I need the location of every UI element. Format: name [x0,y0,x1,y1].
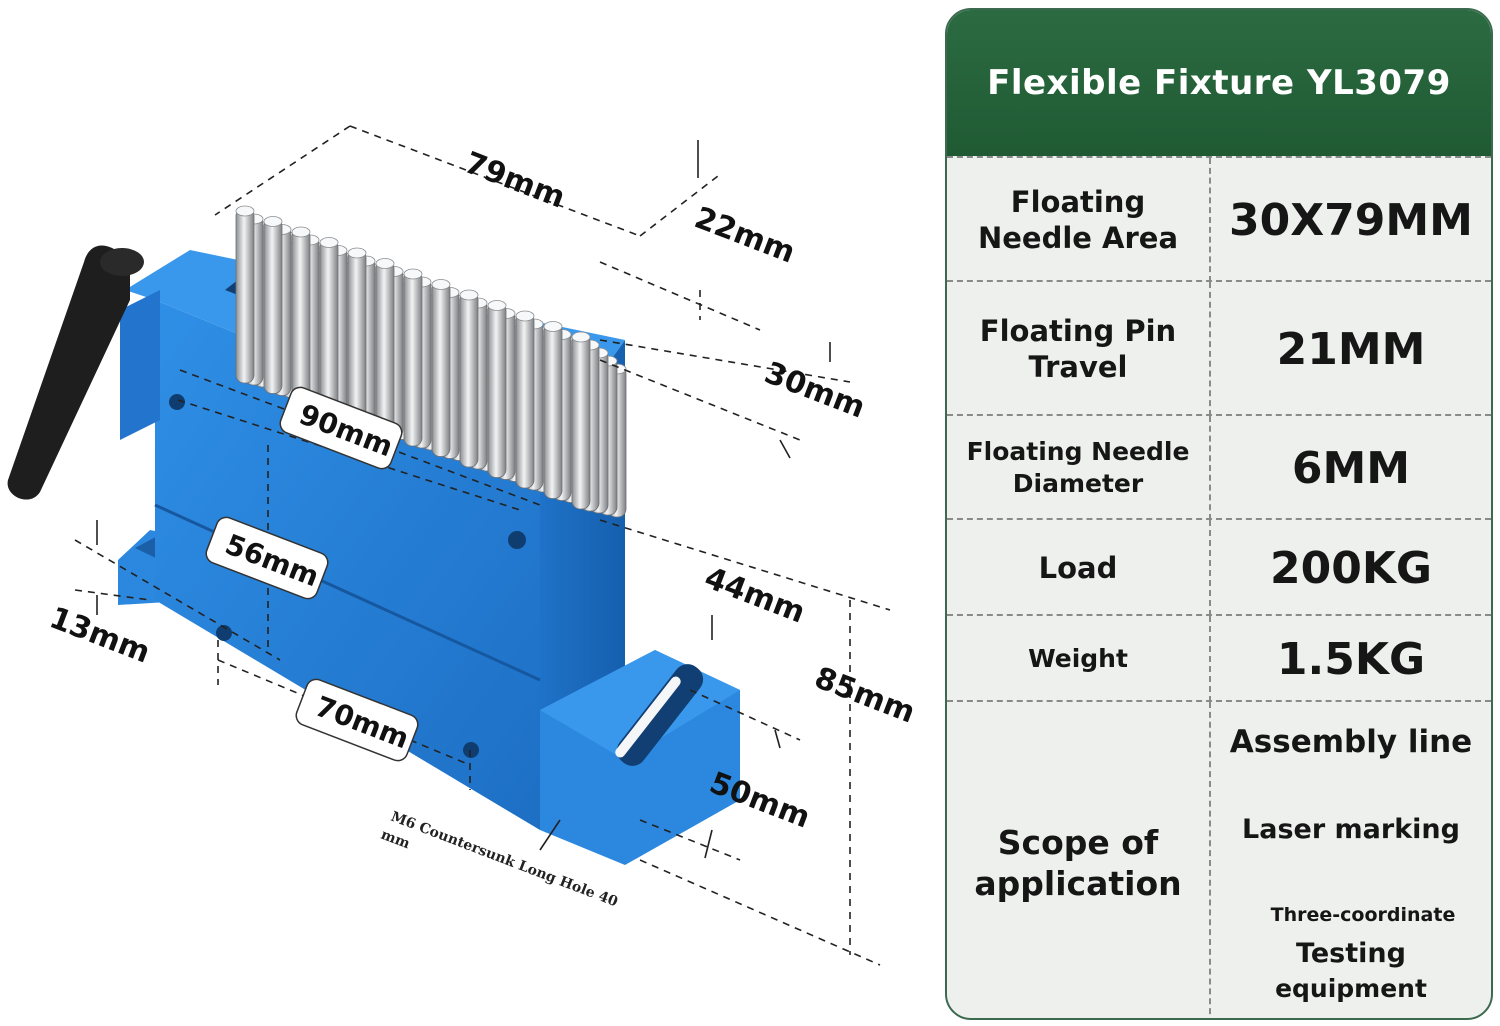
floating-pin-tip [403,268,423,280]
dim-44-label: 44mm [700,560,810,630]
floating-pin [403,270,423,447]
floating-pin-tip [431,279,451,290]
dim-85-label: 85mm [810,660,920,730]
floating-pin-tip [263,216,283,227]
floating-pin-tip [543,321,563,332]
spec-value: 1.5KG [1276,633,1426,685]
floating-pin [291,228,311,405]
floating-pin [347,249,367,426]
scope-item: Laser marking [1242,814,1460,845]
dimension-arrows [96,140,831,859]
dim-79-label: 79mm [460,145,570,215]
floating-pin-tip [291,226,311,238]
scope-item: Testing [1296,938,1406,969]
floating-pin [319,239,339,415]
spec-value: 21MM [1276,323,1426,375]
dim-56-box [205,516,329,600]
base-plate-right [540,650,740,865]
clamp-handle [7,245,144,500]
scope-item: Three-coordinate [1270,904,1456,926]
spec-value: 6MM [1291,442,1411,494]
floating-pin [571,333,591,510]
scope-list: Assembly line Laser marking Three-coordi… [1211,702,1491,1018]
floating-pin [543,323,563,499]
spec-row-load: Load 200KG [947,518,1491,616]
dim-30-label: 30mm [760,355,870,425]
dim-70-box [295,678,419,762]
spec-value: 200KG [1269,542,1433,594]
spec-label: Weight [947,616,1211,702]
floating-pin [235,207,255,384]
dim-90-box [279,386,403,470]
floating-pin-tip [459,289,479,301]
scope-item: Assembly line [1229,724,1473,760]
floating-pin-tip [487,300,507,311]
dim-22-label: 22mm [690,200,800,270]
floating-pin-tip [347,247,367,259]
floating-pin [375,260,395,436]
dim-13-label: 13mm [45,600,155,670]
spec-label: Load [947,520,1211,616]
floating-pin-tip [319,237,339,248]
fixture-diagram: 79mm 22mm 30mm 90mm 56mm 70mm 13mm 44mm … [7,125,920,966]
spec-title: Flexible Fixture YL3079 [947,10,1491,156]
spec-row-weight: Weight 1.5KG [947,614,1491,702]
spec-value: 30X79MM [1229,194,1473,246]
floating-pin [487,302,507,478]
floating-pin [431,281,451,457]
floating-pin-tip [515,310,535,322]
floating-pin-tip [235,205,255,217]
floating-pin [515,312,535,489]
floating-pin-tip [571,331,591,343]
floating-pin [459,291,479,468]
dim-50-label: 50mm [705,765,815,835]
floating-pin-tip [375,258,395,269]
floating-pins [235,205,627,518]
scope-item: equipment [1275,974,1427,1003]
floating-pin [263,218,283,394]
